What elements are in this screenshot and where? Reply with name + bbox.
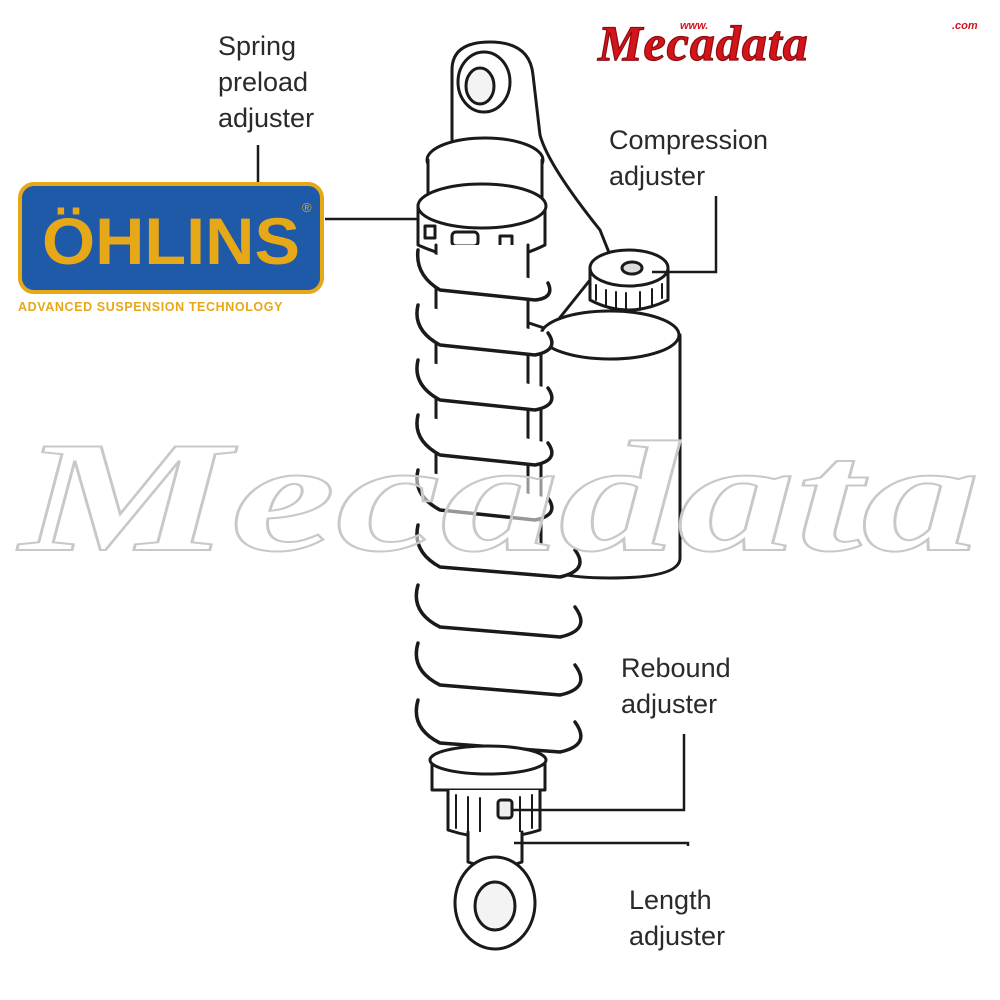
compression-adjuster-label: Compression adjuster xyxy=(609,122,768,194)
label-line: Length xyxy=(629,885,712,915)
label-line: adjuster xyxy=(218,103,315,133)
mecadata-header-text: Mecadata xyxy=(597,15,809,71)
rebound-ring xyxy=(446,788,542,839)
ohlins-brand-text: ÖHLINS xyxy=(42,204,300,278)
label-line: preload xyxy=(218,67,309,97)
ohlins-tagline: ADVANCED SUSPENSION TECHNOLOGY xyxy=(18,300,284,314)
label-line: Spring xyxy=(218,31,297,61)
label-line: Rebound xyxy=(621,653,731,683)
leader-lines xyxy=(256,145,718,846)
label-line: adjuster xyxy=(629,921,726,951)
rebound-adjuster-label: Rebound adjuster xyxy=(621,650,731,722)
length-adjuster-label: Length adjuster xyxy=(629,882,725,954)
mecadata-header-com: .com xyxy=(952,20,978,32)
label-line: adjuster xyxy=(609,161,706,191)
spring-preload-adjuster-label: Spring preload adjuster xyxy=(218,28,314,136)
mecadata-header-logo: www. Mecadata .com xyxy=(596,14,978,71)
label-line: adjuster xyxy=(621,689,718,719)
shock-absorber xyxy=(414,40,682,951)
top-eye-inner xyxy=(464,66,496,106)
reservoir-top xyxy=(539,309,681,361)
rebound-leader xyxy=(512,734,686,812)
ohlins-logo: ÖHLINS ® xyxy=(18,182,324,294)
compression-leader xyxy=(652,196,718,274)
mecadata-header-www: www. xyxy=(680,20,708,32)
label-line: Compression xyxy=(609,125,769,155)
length-leader xyxy=(514,841,690,846)
bottom-eye-inner xyxy=(473,880,517,932)
ohlins-registered-mark: ® xyxy=(302,200,312,215)
mecadata-watermark: Mecadata xyxy=(16,410,980,585)
coil-spring xyxy=(414,248,583,754)
